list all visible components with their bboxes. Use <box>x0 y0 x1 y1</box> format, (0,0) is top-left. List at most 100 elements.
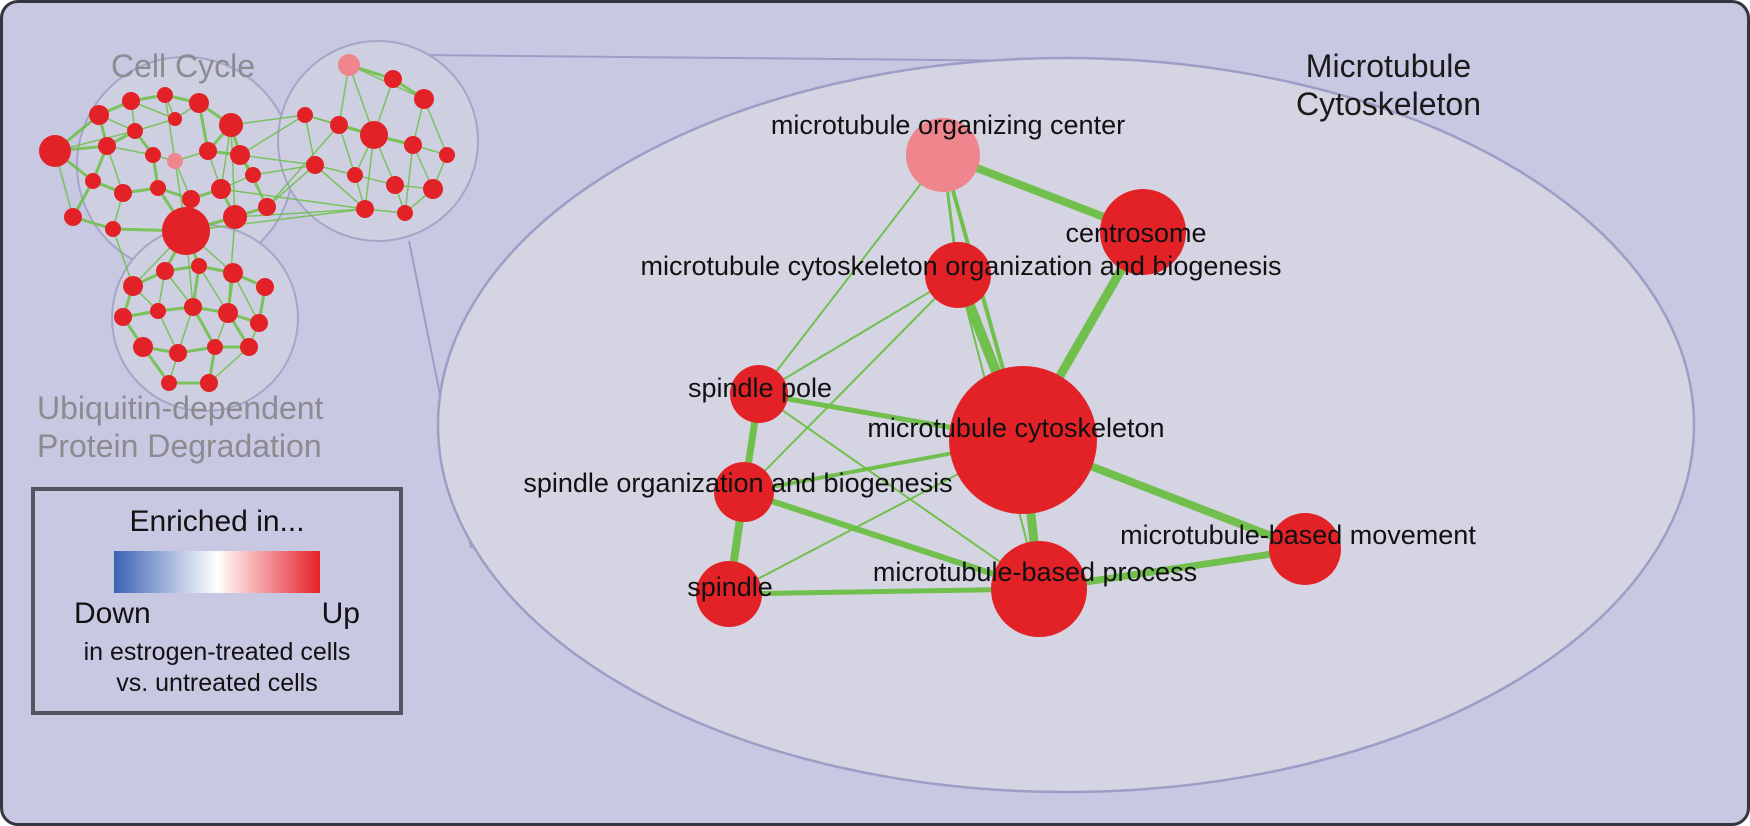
mini-node <box>256 278 274 296</box>
mini-node <box>127 123 143 139</box>
mini-node <box>114 184 132 202</box>
mini-node <box>223 205 247 229</box>
mini-edge <box>230 114 306 126</box>
mini-node <box>423 179 443 199</box>
legend-down-label: Down <box>74 597 151 630</box>
mini-edge <box>266 124 340 208</box>
mini-node <box>123 276 143 296</box>
mini-node <box>39 135 71 167</box>
mini-node <box>397 205 413 221</box>
mini-edge <box>230 124 236 218</box>
zoom-node-moc <box>906 118 980 192</box>
mini-node <box>414 89 434 109</box>
mini-node <box>219 113 243 137</box>
mini-node <box>439 147 455 163</box>
mini-node <box>250 314 268 332</box>
mini-node <box>182 190 200 208</box>
zoom-node-label-sob: spindle organization and biogenesis <box>523 468 952 498</box>
zoom-node-mc <box>949 366 1097 514</box>
mini-node <box>384 70 402 88</box>
mini-node <box>64 208 82 226</box>
mini-node <box>306 156 324 174</box>
mini-node <box>360 121 388 149</box>
zoom-edge <box>758 274 959 395</box>
mini-node <box>184 298 202 316</box>
zoom-node-sob <box>714 462 774 522</box>
legend-ends-row: Down Up <box>74 597 360 631</box>
zoom-node-centrosome <box>1100 189 1186 275</box>
mini-node <box>356 200 374 218</box>
mini-node <box>150 303 166 319</box>
legend-title: Enriched in... <box>129 505 305 538</box>
mini-edge <box>234 208 366 218</box>
cluster-label-cell-cycle: Cell Cycle <box>111 48 256 84</box>
mini-edge <box>112 228 134 287</box>
mini-node <box>258 198 276 216</box>
mini-node <box>98 137 116 155</box>
zoom-node-label-mbm: microtubule-based movement <box>1120 520 1476 550</box>
mini-edge <box>404 144 414 214</box>
zoom-node-label-mbp: microtubule-based process <box>873 557 1197 587</box>
legend-up-label: Up <box>321 597 360 630</box>
mini-edge <box>164 94 176 162</box>
mini-node <box>133 337 153 357</box>
zoom-node-spindle <box>696 561 762 627</box>
mini-node <box>211 179 231 199</box>
mini-edge <box>423 98 448 156</box>
mini-node <box>167 153 183 169</box>
mini-node <box>330 116 348 134</box>
zoom-node-label-centrosome: centrosome <box>1065 218 1206 248</box>
mini-node <box>297 107 313 123</box>
mini-node <box>157 87 173 103</box>
zoom-node-label-moc: microtubule organizing center <box>771 110 1125 140</box>
mini-edge <box>185 208 366 232</box>
zoom-edge <box>743 489 1040 592</box>
cluster-label-microtubule-line2: Cytoskeleton <box>1296 86 1481 122</box>
mini-node <box>85 173 101 189</box>
cluster-label-ubiquitin-line2: Protein Degradation <box>37 428 322 464</box>
cluster-label-ubiquitin-line1: Ubiquitin-dependent <box>37 390 324 426</box>
mini-edge <box>266 164 316 208</box>
mini-node <box>122 92 140 110</box>
zoom-edge <box>758 393 1040 590</box>
mini-node <box>347 167 363 183</box>
mini-node <box>105 221 121 237</box>
mini-edge <box>239 154 316 166</box>
zoom-edge <box>743 274 959 493</box>
mini-node <box>207 339 223 355</box>
mini-node <box>386 176 404 194</box>
zoom-node-spindle_pole <box>730 365 788 423</box>
mini-edge <box>314 164 366 210</box>
mini-node <box>162 207 210 255</box>
zoom-node-label-mco: microtubule cytoskeleton organization an… <box>641 251 1282 281</box>
mini-node <box>223 263 243 283</box>
cluster-label-ubiquitin: Ubiquitin-dependent Protein Degradation <box>37 389 323 465</box>
mini-node <box>230 145 250 165</box>
mini-node <box>404 136 422 154</box>
mini-node <box>189 93 209 113</box>
zoom-node-label-spindle_pole: spindle pole <box>688 373 832 403</box>
mini-node <box>114 308 132 326</box>
cluster-label-microtubule: Microtubule Cytoskeleton <box>1271 47 1506 123</box>
legend-gradient-bar <box>114 551 320 593</box>
mini-node <box>161 375 177 391</box>
legend-box: Enriched in... Down Up in estrogen-treat… <box>31 487 403 715</box>
mini-node <box>218 303 238 323</box>
zoom-node-label-spindle: spindle <box>687 572 773 602</box>
network-svg: microtubule organizing centercentrosomem… <box>39 40 1696 794</box>
mini-node <box>150 180 166 196</box>
mini-node <box>191 258 207 274</box>
mini-node <box>200 374 218 392</box>
cluster-label-microtubule-line1: Microtubule <box>1305 48 1472 84</box>
mini-node <box>338 54 360 76</box>
zoom-edge <box>758 154 944 395</box>
mini-node <box>145 147 161 163</box>
mini-node <box>199 142 217 160</box>
zoom-node-mbm <box>1269 513 1341 585</box>
zoom-connector-line <box>417 54 1049 62</box>
mini-node <box>89 105 109 125</box>
mini-node <box>169 344 187 362</box>
zoom-node-mco <box>925 242 991 308</box>
zoom-edge <box>728 586 1040 597</box>
